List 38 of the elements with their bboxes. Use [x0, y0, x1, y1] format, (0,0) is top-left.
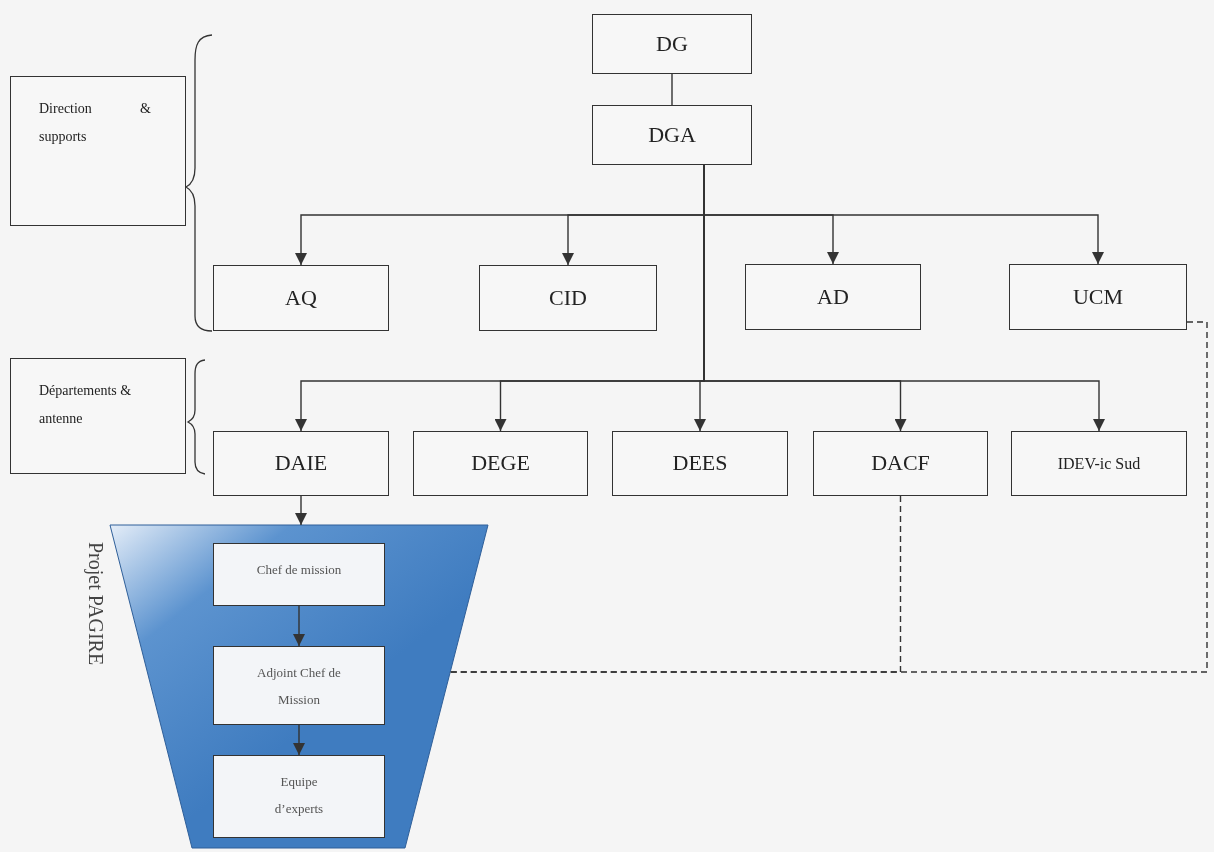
group-title: Projet PAGIRE — [84, 542, 107, 666]
box-label: DGA — [648, 121, 696, 149]
box-label: DEGE — [471, 450, 530, 477]
connector-line — [671, 73, 673, 106]
box-label: Adjoint Chef de Mission — [256, 664, 342, 710]
arrow — [295, 495, 307, 526]
category-box — [10, 358, 186, 474]
box-label: AQ — [285, 284, 317, 312]
arrow — [293, 605, 305, 647]
org-box — [1011, 431, 1187, 496]
org-box — [592, 14, 752, 74]
box-label: AD — [817, 283, 849, 311]
box-label: DAIE — [274, 450, 328, 477]
box-label: Départements & antenne — [39, 382, 133, 428]
org-box — [413, 431, 588, 496]
org-box — [213, 431, 389, 496]
org-box — [612, 431, 788, 496]
box-label: IDEV-ic Sud — [1057, 453, 1141, 474]
box-label: DACF — [871, 450, 930, 477]
box-label: Equipe d’experts — [273, 773, 325, 819]
role-box — [213, 646, 385, 725]
org-box — [745, 264, 921, 330]
role-box — [213, 755, 385, 838]
org-box — [813, 431, 988, 496]
box-label: DG — [656, 30, 688, 58]
category-box — [10, 76, 186, 226]
org-box — [213, 265, 389, 331]
box-label: Direction & supports — [39, 100, 151, 146]
org-box — [592, 105, 752, 165]
arrow — [293, 724, 305, 756]
box-label: UCM — [1072, 283, 1124, 311]
box-label: CID — [549, 284, 587, 312]
box-label: DEES — [672, 450, 728, 477]
dashed-connector — [449, 495, 902, 673]
role-box — [213, 543, 385, 606]
org-box — [479, 265, 657, 331]
box-label: Chef de mission — [255, 561, 343, 579]
org-box — [1009, 264, 1187, 330]
